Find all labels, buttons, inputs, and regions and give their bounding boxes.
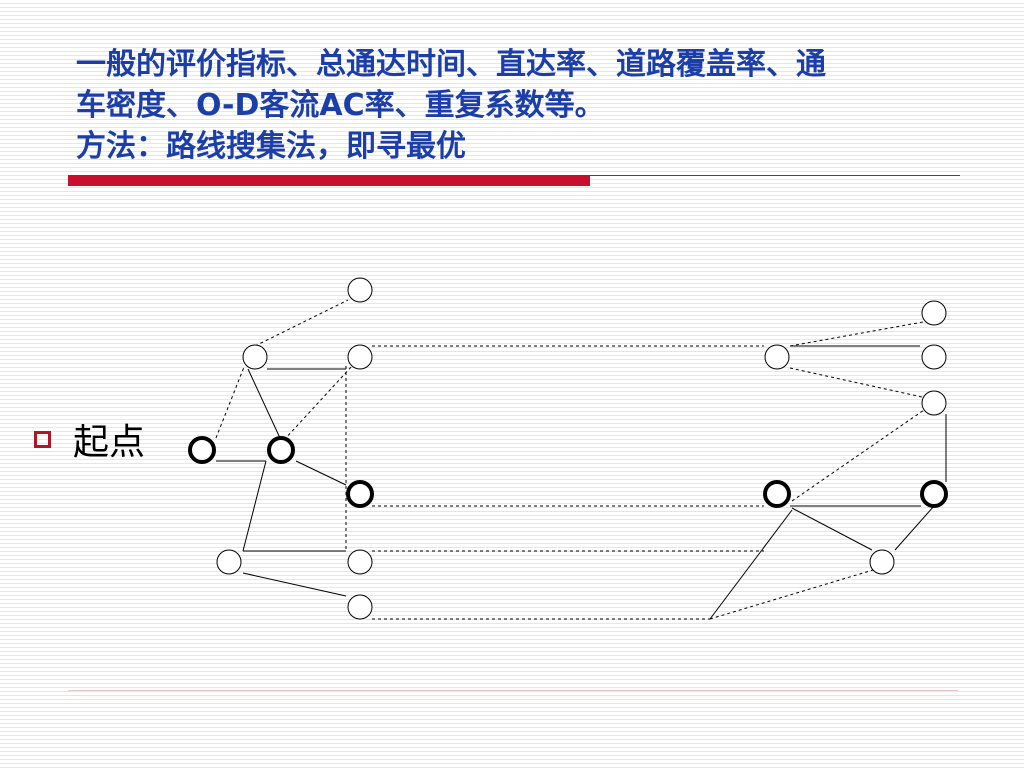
edge-dashed	[709, 569, 874, 620]
node	[347, 277, 373, 303]
node	[347, 344, 373, 370]
title-line-3: 方法：路线搜集法，即寻最优	[76, 129, 466, 164]
node	[921, 390, 947, 416]
node-bold	[267, 436, 295, 464]
node	[921, 344, 947, 370]
bullet-item-origin: 起点	[34, 413, 145, 465]
diagram-edges	[215, 299, 947, 620]
edge-solid	[709, 509, 793, 620]
slide-title: 一般的评价指标、总通达时间、直达率、道路覆盖率、通 车密度、O-D客流AC率、重…	[76, 44, 956, 167]
edge-solid	[791, 507, 873, 551]
node-bold	[763, 480, 791, 508]
edge-dashed	[215, 366, 245, 439]
node-bold	[188, 436, 216, 464]
node	[347, 594, 373, 620]
title-line-2-part-c: 客流	[259, 88, 320, 123]
edge-dashed	[283, 365, 353, 441]
node	[242, 344, 268, 370]
title-line-2-part-e: 率、重复系数等。	[364, 88, 605, 123]
edge-solid	[295, 460, 347, 486]
bullet-label: 起点	[73, 422, 146, 463]
edge-solid	[242, 460, 267, 552]
edge-dashed	[791, 409, 925, 502]
diagram-nodes	[188, 277, 948, 620]
edge-dashed	[789, 321, 924, 347]
edge-solid	[247, 368, 281, 439]
title-line-2-part-a: 车密度、	[76, 88, 196, 123]
edge-solid	[242, 572, 347, 597]
edge-dashed	[789, 367, 923, 398]
node-bold	[920, 480, 948, 508]
title-line-1: 一般的评价指标、总通达时间、直达率、道路覆盖率、通	[76, 47, 826, 82]
title-line-2-od: O-D	[196, 88, 260, 123]
edge-solid	[894, 505, 935, 551]
node	[216, 549, 242, 575]
title-line-2: 车密度、O-D客流AC率、重复系数等。	[76, 85, 956, 126]
node	[347, 549, 373, 575]
footer-divider	[68, 690, 958, 691]
node-bold	[346, 480, 374, 508]
title-line-2-ac: AC	[319, 88, 365, 123]
bullet-square-icon	[34, 430, 51, 448]
node	[921, 300, 947, 326]
title-underline-thin	[590, 175, 960, 176]
title-underline-thick	[68, 175, 590, 186]
node	[869, 549, 895, 575]
edge-dashed	[254, 299, 349, 347]
node	[764, 344, 790, 370]
